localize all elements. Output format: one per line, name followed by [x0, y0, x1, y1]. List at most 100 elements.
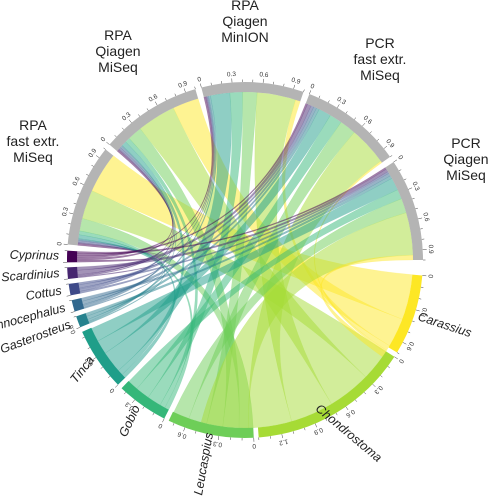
tick-mark [318, 95, 321, 99]
tick-mark [309, 90, 312, 95]
tick-label: 0 [157, 421, 164, 429]
tick-label: 0.9 [312, 426, 323, 436]
method-label-line: PCR [365, 35, 395, 51]
method-label-line: fast extr. [7, 133, 60, 149]
tick-label: 0 [426, 274, 433, 279]
tick-mark [303, 89, 305, 92]
tick-label: 0 [396, 154, 404, 161]
tick-mark [389, 155, 393, 158]
method-label-line: MiSeq [98, 59, 138, 75]
taxon-arc-carassius [388, 274, 423, 353]
tick-mark [281, 434, 283, 439]
taxon-label-scardinius: Scardinius [1, 266, 60, 284]
tick-mark [132, 399, 135, 404]
tick-mark [174, 93, 177, 97]
tick-label: 0.9 [427, 244, 435, 254]
chord-links [76, 91, 414, 429]
sector-arcs [66, 81, 423, 438]
tick-label: 0 [197, 76, 203, 84]
tick-label: 0.9 [177, 80, 188, 90]
tick-mark [335, 412, 338, 416]
tick-mark [128, 119, 132, 123]
tick-label: 0.3 [61, 206, 70, 217]
taxon-label-cottus: Cottus [25, 283, 63, 303]
tick-label: 0 [397, 358, 405, 365]
tick-mark [69, 212, 74, 215]
method-label-line: Qiagen [443, 151, 488, 167]
tick-mark [369, 131, 372, 134]
method-label-line: Qiagen [222, 13, 267, 29]
tick-mark [206, 433, 208, 437]
tick-mark [363, 392, 367, 395]
tick-label: 0.6 [362, 115, 374, 126]
tick-label: 0.3 [84, 356, 95, 368]
tick-mark [415, 309, 420, 312]
method-arc-rpa-qiagen-minion [201, 81, 304, 102]
tick-mark [372, 383, 376, 388]
tick-mark [114, 135, 117, 138]
tick-mark [92, 357, 97, 360]
taxon-label-leucaspius: Leucaspius [191, 431, 216, 496]
tick-mark [146, 108, 149, 111]
tick-label: 0 [252, 442, 256, 449]
tick-mark [66, 295, 71, 297]
tick-mark [106, 141, 110, 145]
tick-label: 0.6 [344, 408, 356, 419]
taxon-arc-scardinius [67, 266, 78, 279]
method-label-line: RPA [19, 117, 47, 133]
method-label-line: PCR [451, 135, 481, 151]
method-label-line: RPA [231, 0, 259, 13]
tick-mark [68, 223, 71, 225]
tick-label: 1.2 [278, 437, 289, 446]
tick-mark [387, 366, 390, 369]
tick-label: 0.9 [384, 138, 395, 150]
tick-mark [380, 375, 383, 378]
tick-mark [152, 412, 155, 416]
tick-label: 0.6 [259, 71, 269, 79]
method-label-line: MiSeq [446, 167, 486, 183]
tick-mark [398, 169, 402, 172]
tick-mark [383, 145, 388, 149]
tick-mark [195, 431, 197, 434]
tick-label: 0.9 [290, 77, 301, 86]
tick-mark [415, 207, 418, 210]
tick-label: 0.9 [87, 147, 98, 159]
taxon-arc-gasterosteus [76, 313, 90, 328]
tick-mark [123, 392, 127, 395]
tick-label: 0.6 [72, 175, 82, 186]
method-label-line: Qiagen [95, 43, 140, 59]
tick-mark [376, 138, 380, 141]
tick-mark [138, 114, 140, 117]
taxon-arc-chondrostoma [257, 351, 395, 438]
method-arc-rpa-fast-extr-miseq [385, 162, 423, 260]
taxon-arc-tinca [82, 327, 126, 385]
taxon-arc-leucaspius [168, 411, 254, 438]
taxon-arc-gymnocephalus [71, 298, 85, 312]
taxon-arc-cottus [68, 282, 81, 296]
tick-mark [407, 331, 411, 334]
tick-mark [114, 384, 119, 388]
tick-mark [172, 423, 175, 426]
tick-mark [292, 431, 295, 434]
method-arc-pcr-fast-extr-miseq [109, 89, 199, 152]
tick-label: 0.6 [421, 212, 430, 223]
tick-mark [82, 336, 85, 339]
tick-mark [418, 298, 422, 300]
tick-label: 0 [56, 241, 63, 246]
tick-mark [408, 187, 413, 190]
tick-mark [325, 418, 328, 421]
tick-label: 0 [100, 136, 108, 144]
tick-mark [217, 436, 220, 441]
method-label-line: MiSeq [13, 149, 53, 165]
tick-mark [314, 423, 318, 428]
tick-mark [337, 104, 340, 108]
tick-label: 0.3 [372, 384, 384, 396]
tick-mark [77, 193, 80, 195]
tick-mark [183, 88, 186, 93]
tick-mark [393, 159, 398, 163]
